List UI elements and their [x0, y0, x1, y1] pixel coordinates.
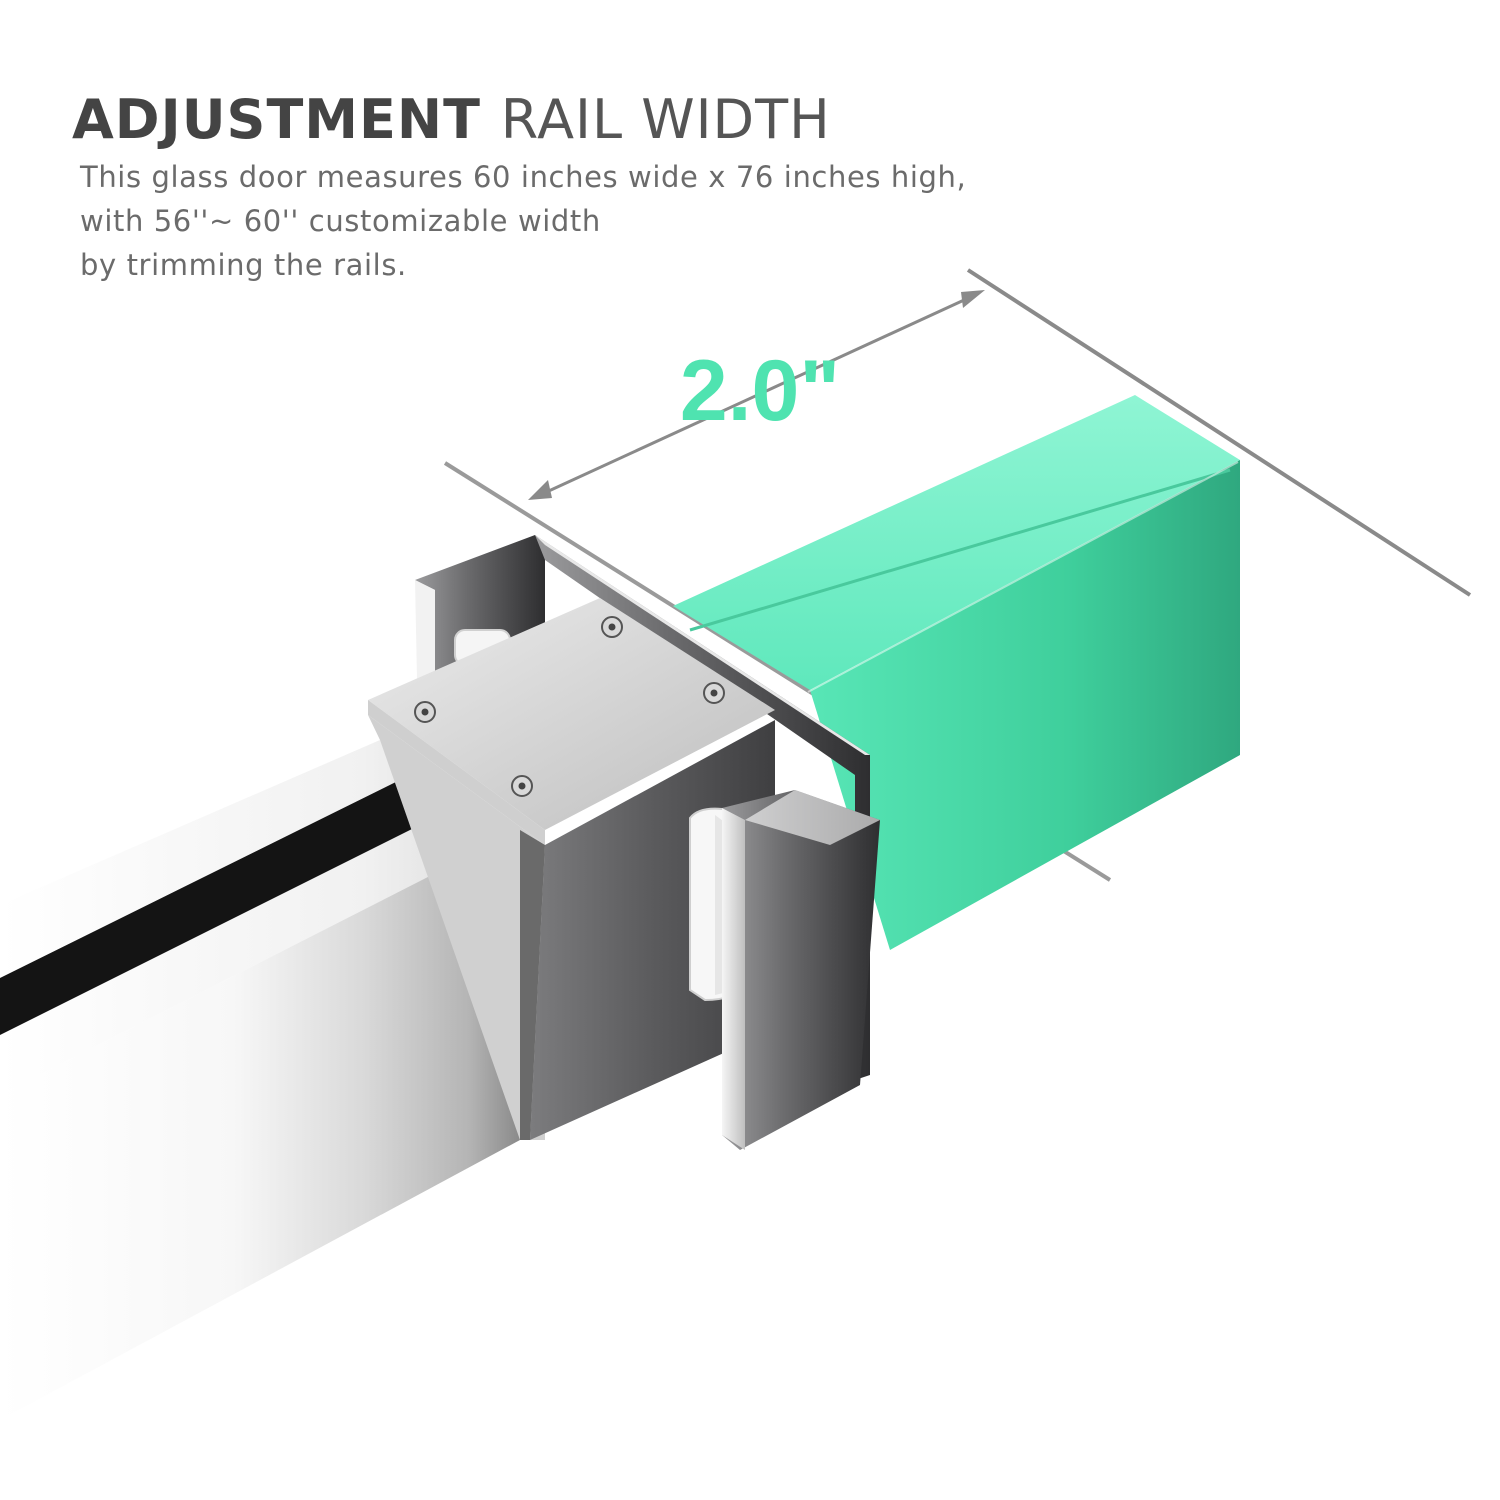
heading-light: RAIL WIDTH [500, 88, 831, 151]
dimension-label: 2.0" [680, 343, 840, 439]
heading-bold: ADJUSTMENT [72, 88, 481, 151]
block-top [368, 598, 775, 830]
block-left-face [368, 715, 545, 1140]
description: This glass door measures 60 inches wide … [80, 155, 1020, 287]
glass-edge-line-back [966, 268, 1472, 597]
rail-front-face [0, 830, 520, 1420]
dimension-arrow [528, 290, 985, 500]
rail-groove [0, 770, 470, 1035]
glass-front-face [810, 460, 1240, 950]
description-line-2: with 56''~ 60'' customizable width [80, 204, 601, 238]
front-clip-plate [722, 790, 880, 1150]
description-line-3: by trimming the rails. [80, 248, 407, 282]
description-line-1: This glass door measures 60 inches wide … [80, 160, 967, 194]
glass-top-face [673, 395, 1240, 690]
page-heading: ADJUSTMENT RAIL WIDTH [72, 88, 831, 152]
